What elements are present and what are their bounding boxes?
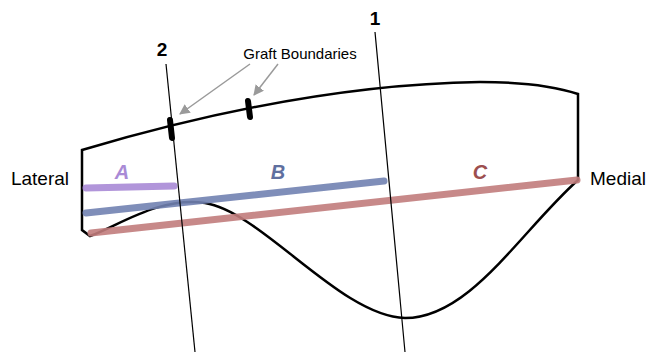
segment-label: B [271, 161, 285, 183]
callout-number: 2 [157, 40, 168, 61]
boundary-tick [170, 120, 172, 138]
boundary-tick [248, 101, 250, 117]
callout-label: Graft Boundaries [243, 46, 356, 63]
bar-a [86, 186, 174, 188]
bar-b [86, 181, 384, 213]
leader-arrow [254, 64, 278, 95]
side-label: Lateral [11, 169, 69, 190]
graft-outline [82, 82, 578, 318]
side-label: Medial [590, 169, 646, 190]
leader-arrow [180, 64, 250, 114]
callout-number: 1 [370, 9, 381, 30]
section-line [375, 32, 405, 352]
segment-label: A [115, 161, 129, 183]
segment-label: C [473, 161, 487, 183]
